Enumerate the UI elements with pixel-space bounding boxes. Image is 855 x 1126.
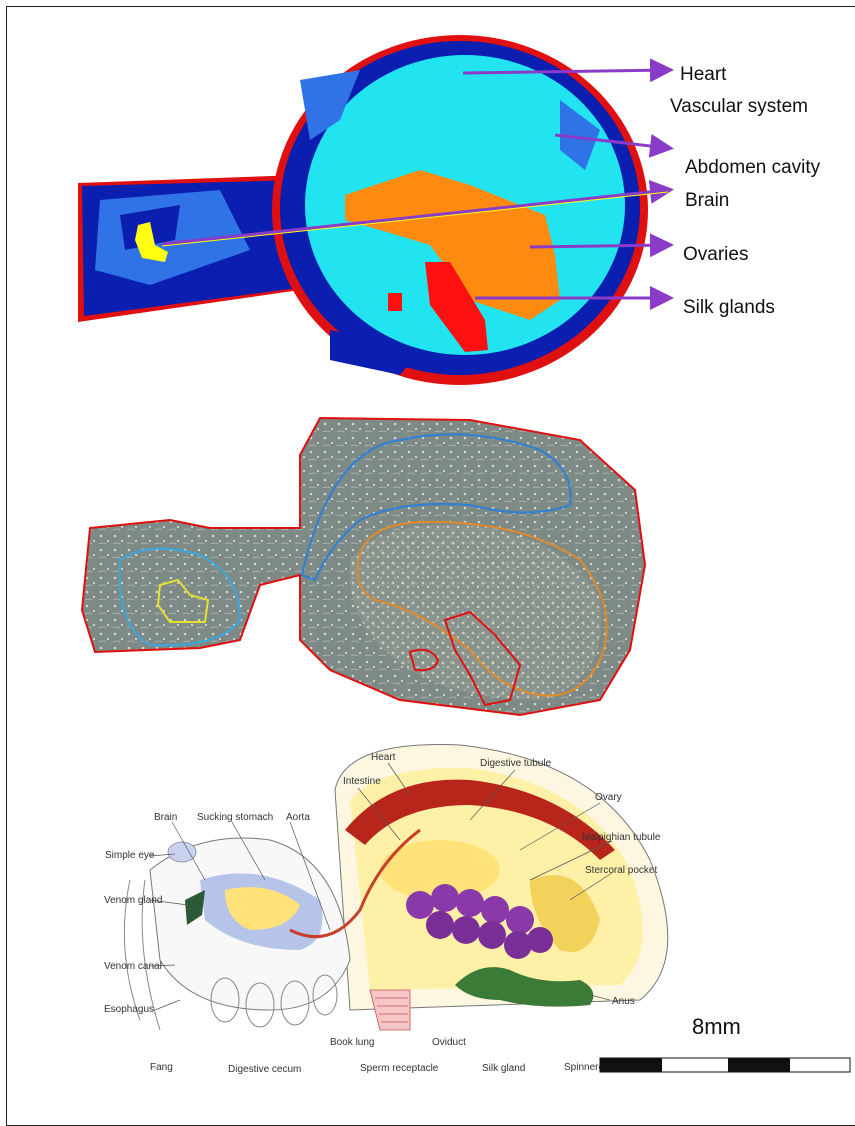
scale-bar: 8mm	[600, 1014, 850, 1072]
anat-label-intestine: Intestine	[343, 776, 381, 787]
anat-label-simple-eye: Simple eye	[105, 850, 155, 861]
anat-label-venom-canal: Venom canal	[104, 961, 162, 972]
label-brain: Brain	[685, 190, 729, 211]
anatomy-illustration: Heart Digestive tubule Intestine Ovary B…	[104, 745, 668, 1075]
anat-label-aorta: Aorta	[286, 812, 310, 823]
anat-label-digestive-cecum: Digestive cecum	[228, 1064, 301, 1075]
micrograph-panel	[82, 418, 645, 715]
anat-label-digestive-tubule: Digestive tubule	[480, 758, 552, 769]
label-ovaries: Ovaries	[683, 244, 748, 265]
label-vascular-system: Vascular system	[670, 96, 808, 117]
anat-label-silk-gland: Silk gland	[482, 1063, 525, 1074]
anat-label-oviduct: Oviduct	[432, 1037, 466, 1048]
anatomy-book-lung	[370, 990, 410, 1030]
segmentation-map: Heart Vascular system Abdomen cavity Bra…	[78, 35, 821, 385]
anat-label-sucking-stomach: Sucking stomach	[197, 812, 273, 823]
anat-label-fang: Fang	[150, 1062, 173, 1073]
anat-label-venom-gland: Venom gland	[104, 895, 162, 906]
label-abdomen-cavity: Abdomen cavity	[685, 157, 821, 178]
anat-label-heart: Heart	[371, 752, 396, 763]
label-silk-glands: Silk glands	[683, 297, 775, 318]
anat-label-brain: Brain	[154, 812, 177, 823]
anat-label-sperm-receptacle: Sperm receptacle	[360, 1063, 439, 1074]
anat-label-ovary: Ovary	[595, 792, 622, 803]
figure-canvas: Heart Vascular system Abdomen cavity Bra…	[0, 0, 855, 1092]
scale-bar-label: 8mm	[692, 1014, 741, 1039]
label-heart: Heart	[680, 64, 727, 85]
anat-label-anus: Anus	[612, 996, 635, 1007]
anat-label-book-lung: Book lung	[330, 1037, 374, 1048]
anat-label-esophagus: Esophagus	[104, 1004, 154, 1015]
anat-label-malpighian-tubule: Malpighian tubule	[582, 832, 661, 843]
anatomy-simple-eye	[168, 842, 196, 862]
arrow-ovaries	[530, 245, 668, 247]
anat-label-stercoral-pocket: Stercoral pocket	[585, 865, 657, 876]
